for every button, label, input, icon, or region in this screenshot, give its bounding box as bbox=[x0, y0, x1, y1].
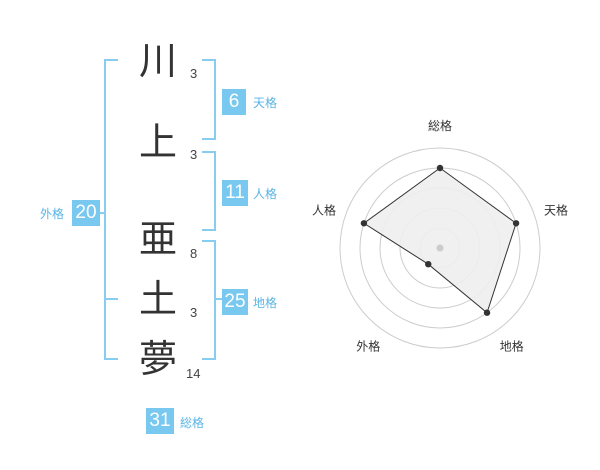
name-char-5: 夢 bbox=[139, 337, 178, 381]
radar-point-1 bbox=[512, 220, 520, 227]
radar-axis-label-2: 地格 bbox=[500, 339, 524, 354]
name-char-1: 川 bbox=[139, 39, 178, 83]
stroke-count-2: 3 bbox=[190, 147, 198, 162]
radar-point-2 bbox=[483, 309, 491, 316]
tenkaku-label: 天格 bbox=[253, 96, 278, 110]
radar-point-0 bbox=[436, 164, 444, 172]
radar-axis-label-0: 総格 bbox=[428, 118, 452, 133]
tenkaku-bracket bbox=[202, 59, 216, 140]
chikaku-label: 地格 bbox=[253, 296, 278, 310]
stroke-count-5: 14 bbox=[186, 366, 201, 381]
stroke-count-4: 3 bbox=[190, 305, 198, 320]
gaikaku-label: 外格 bbox=[40, 207, 65, 221]
radar-axis-label-3: 外格 bbox=[356, 339, 380, 354]
stroke-count-3: 8 bbox=[190, 246, 198, 261]
gaikaku-connector-tick bbox=[100, 212, 106, 214]
soukaku-label: 総格 bbox=[180, 416, 205, 430]
radar-point-3 bbox=[425, 260, 432, 268]
tenkaku-value: 6 bbox=[222, 89, 246, 115]
radar-axis-label-4: 人格 bbox=[312, 202, 336, 217]
radar-point-4 bbox=[360, 220, 368, 227]
radar-center-dot bbox=[436, 244, 444, 252]
stroke-count-1: 3 bbox=[190, 66, 198, 81]
jinkaku-value: 11 bbox=[222, 180, 248, 206]
radar-ring-5 bbox=[339, 147, 541, 349]
jinkaku-label: 人格 bbox=[253, 187, 278, 201]
radar-axis-label-1: 天格 bbox=[544, 202, 568, 217]
name-char-4: 土 bbox=[139, 277, 178, 321]
chikaku-value: 25 bbox=[222, 289, 248, 315]
gaikaku-value: 20 bbox=[72, 200, 100, 226]
soukaku-value: 31 bbox=[146, 408, 174, 434]
chikaku-bracket-tick bbox=[216, 298, 224, 300]
gaikaku-bracket bbox=[104, 59, 118, 360]
chikaku-bracket bbox=[202, 240, 216, 360]
gaikaku-bracket-tick bbox=[104, 298, 118, 300]
jinkaku-bracket bbox=[202, 151, 216, 231]
radar-polygon bbox=[363, 167, 517, 314]
name-char-2: 上 bbox=[139, 120, 178, 164]
name-char-3: 亜 bbox=[139, 217, 178, 261]
